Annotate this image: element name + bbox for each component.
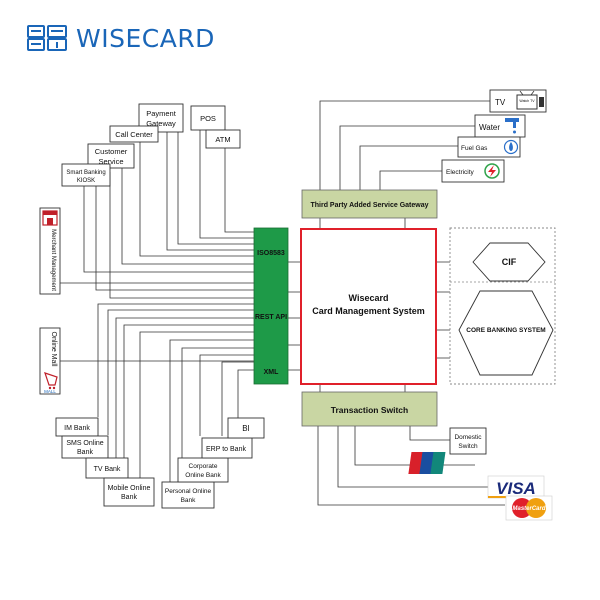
personal-online-bank-label-2: Bank	[181, 497, 197, 504]
merchant-management-label: Merchant Management	[50, 229, 56, 291]
domestic-switch-box	[449, 427, 487, 455]
unionpay-label: UnionPay	[476, 458, 504, 464]
payment-gateway-label-2: Gateway	[146, 119, 176, 128]
call-center-label: Call Center	[115, 130, 153, 139]
pos-label: POS	[200, 114, 216, 123]
core-banking-label: CORE BANKING SYSTEM	[466, 327, 545, 334]
transaction-switch-box	[301, 391, 438, 427]
mastercard-logo: MasterCard	[505, 495, 553, 521]
sms-online-bank-box	[61, 435, 109, 459]
third-party-gateway-box	[301, 189, 438, 219]
personal-online-bank-label-1: Personal Online	[165, 488, 212, 495]
cif-label: CIF	[502, 257, 517, 267]
corporate-online-bank-label-2: Online Bank	[185, 472, 221, 479]
electricity-service-label: Electricity	[446, 169, 475, 176]
atm-box	[205, 129, 241, 149]
connector-lines	[60, 100, 505, 506]
online-mall-label: Online Mall	[50, 331, 57, 366]
unionpay-chinese-label: 银联	[484, 464, 496, 472]
gas-flame-icon	[503, 139, 519, 155]
transaction-switch-label: Transaction Switch	[331, 405, 408, 415]
shopping-cart-icon	[44, 372, 58, 390]
core-system-box	[300, 228, 437, 385]
visa-label: VISA	[496, 479, 536, 498]
mobile-online-bank-label-2: Bank	[121, 494, 137, 501]
visa-logo: VISA	[487, 475, 545, 499]
wisecard-logo-text: WISECARD	[76, 23, 215, 53]
merchant-management-channel: Merchant Management	[39, 207, 61, 295]
tv-icon: Watch TV	[516, 90, 544, 110]
core-banking-hexagon	[458, 290, 554, 376]
erp-to-bank-label: ERP to Bank	[206, 446, 246, 453]
atm-label: ATM	[215, 135, 230, 144]
domestic-switch-label-1: Domestic	[454, 434, 482, 441]
merchant-management-box	[39, 207, 61, 295]
sms-online-bank-label-1: SMS Online	[66, 440, 103, 447]
third-party-gateway-label: Third Party Added Service Gateway	[310, 202, 428, 209]
tv-icon-text: Watch TV	[519, 99, 535, 103]
water-tap-icon	[505, 118, 519, 134]
fuel-gas-service-label: Fuel Gas	[461, 145, 488, 152]
payment-gateway-label-1: Payment	[146, 109, 177, 118]
wisecard-logo: WISECARD	[26, 22, 215, 54]
bank-system-area	[449, 227, 556, 385]
api-xml-label: XML	[264, 369, 280, 376]
api-iso8583-label: ISO8583	[257, 250, 285, 257]
online-mall-box	[39, 327, 61, 395]
bi-box	[227, 417, 265, 439]
wisecard-logo-icon	[27, 25, 67, 51]
corporate-online-bank-label-1: Corporate	[189, 463, 218, 470]
customer-service-label-1: Customer	[95, 147, 128, 156]
mobile-online-bank-box	[103, 477, 155, 507]
unionpay-logo: UnionPay 银联	[408, 452, 504, 474]
bi-label: BI	[242, 424, 250, 433]
fuel-gas-service-box	[457, 136, 521, 158]
electricity-icon	[484, 163, 500, 179]
sms-online-bank-label-2: Bank	[77, 449, 93, 456]
api-rest-label: REST API	[255, 314, 287, 321]
im-bank-label: IM Bank	[64, 425, 90, 432]
online-mall-channel: Online Mall MALL	[39, 327, 61, 395]
core-subtitle: Card Management System	[312, 306, 425, 316]
merchant-store-icon	[42, 210, 58, 226]
mastercard-label: MasterCard	[512, 506, 545, 512]
tv-bank-label: TV Bank	[94, 466, 121, 473]
corporate-online-bank-box	[177, 457, 229, 483]
water-service-label: Water	[479, 123, 500, 132]
core-title: Wisecard	[349, 293, 389, 303]
api-bar	[253, 227, 289, 385]
erp-to-bank-box	[201, 437, 253, 459]
domestic-switch-label-2: Switch	[458, 443, 478, 450]
kiosk-label-1: Smart Banking	[66, 170, 105, 176]
pos-box	[190, 105, 226, 131]
call-center-box	[109, 125, 159, 143]
payment-gateway-box	[138, 103, 184, 133]
mobile-online-bank-label-1: Mobile Online	[108, 485, 151, 492]
tv-service-label: TV	[495, 98, 506, 107]
online-mall-sublabel: MALL	[44, 389, 56, 394]
cif-hexagon	[472, 242, 546, 282]
customer-service-label-2: Service	[98, 157, 123, 166]
smart-banking-kiosk-box	[61, 163, 111, 187]
kiosk-label-2: KIOSK	[77, 178, 95, 184]
personal-online-bank-box	[161, 481, 215, 509]
